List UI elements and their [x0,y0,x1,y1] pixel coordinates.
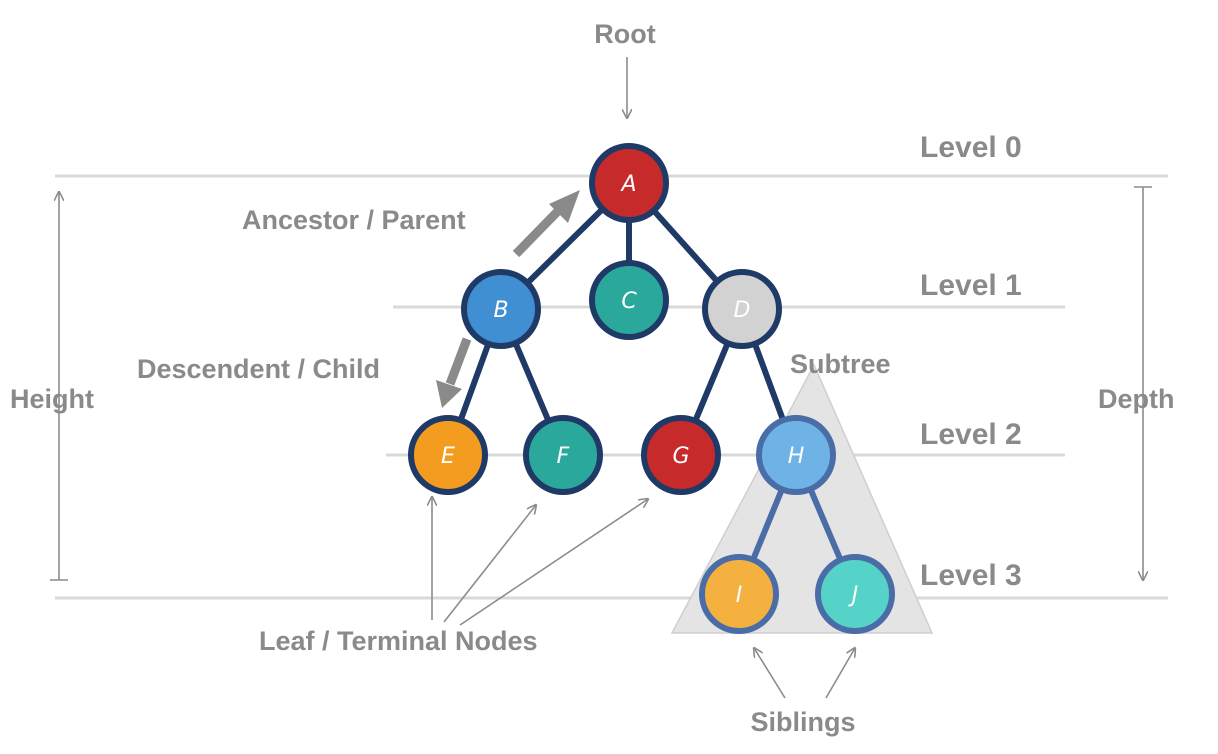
level3-label: Level 3 [920,559,1022,592]
sibling-arrow-j-icon [825,648,855,699]
node-j: J [815,554,895,634]
node-d-label: D [734,298,751,323]
node-b-circle [461,269,541,349]
depth-label: Depth [1098,384,1175,414]
node-j-circle [815,554,895,634]
node-b: B [461,269,541,349]
node-g-label: G [672,444,689,469]
node-a: A [589,143,669,223]
level2-label: Level 2 [920,418,1022,451]
subtree-label: Subtree [790,349,891,379]
level0-label: Level 0 [920,131,1022,164]
node-a-label: A [619,172,636,197]
leaf-arrow-f-icon [443,505,536,623]
node-i-circle [699,554,779,634]
node-c-circle [589,260,669,340]
node-e: E [408,415,488,495]
node-a-circle [589,143,669,223]
descendent-child-label: Descendent / Child [137,354,380,384]
node-g-circle [641,415,721,495]
leaf-terminal-label: Leaf / Terminal Nodes [259,626,538,656]
leaf-arrow-g-icon [459,499,648,626]
node-g: G [641,415,721,495]
node-d: D [702,269,782,349]
level1-label: Level 1 [920,269,1022,302]
node-e-label: E [441,444,455,469]
ancestor-parent-label: Ancestor / Parent [242,205,466,235]
height-label: Height [10,384,94,414]
node-h-label: H [788,444,805,469]
sibling-arrow-i-icon [754,648,786,699]
node-c-label: C [621,289,637,314]
node-h: H [756,415,836,495]
node-d-circle [702,269,782,349]
descendent-arrow-icon [436,337,472,408]
ancestor-arrow-icon [512,190,580,258]
node-f-circle [523,415,603,495]
node-f: F [523,415,603,495]
node-i-label: I [736,583,743,608]
siblings-label: Siblings [750,707,855,737]
node-e-circle [408,415,488,495]
node-c: C [589,260,669,340]
height-measure [50,192,68,581]
node-b-label: B [493,298,508,323]
node-f-label: F [557,444,570,469]
node-i: I [699,554,779,634]
node-h-circle [756,415,836,495]
depth-measure [1134,186,1152,580]
root-label: Root [594,19,655,49]
node-j-label: J [848,583,859,608]
